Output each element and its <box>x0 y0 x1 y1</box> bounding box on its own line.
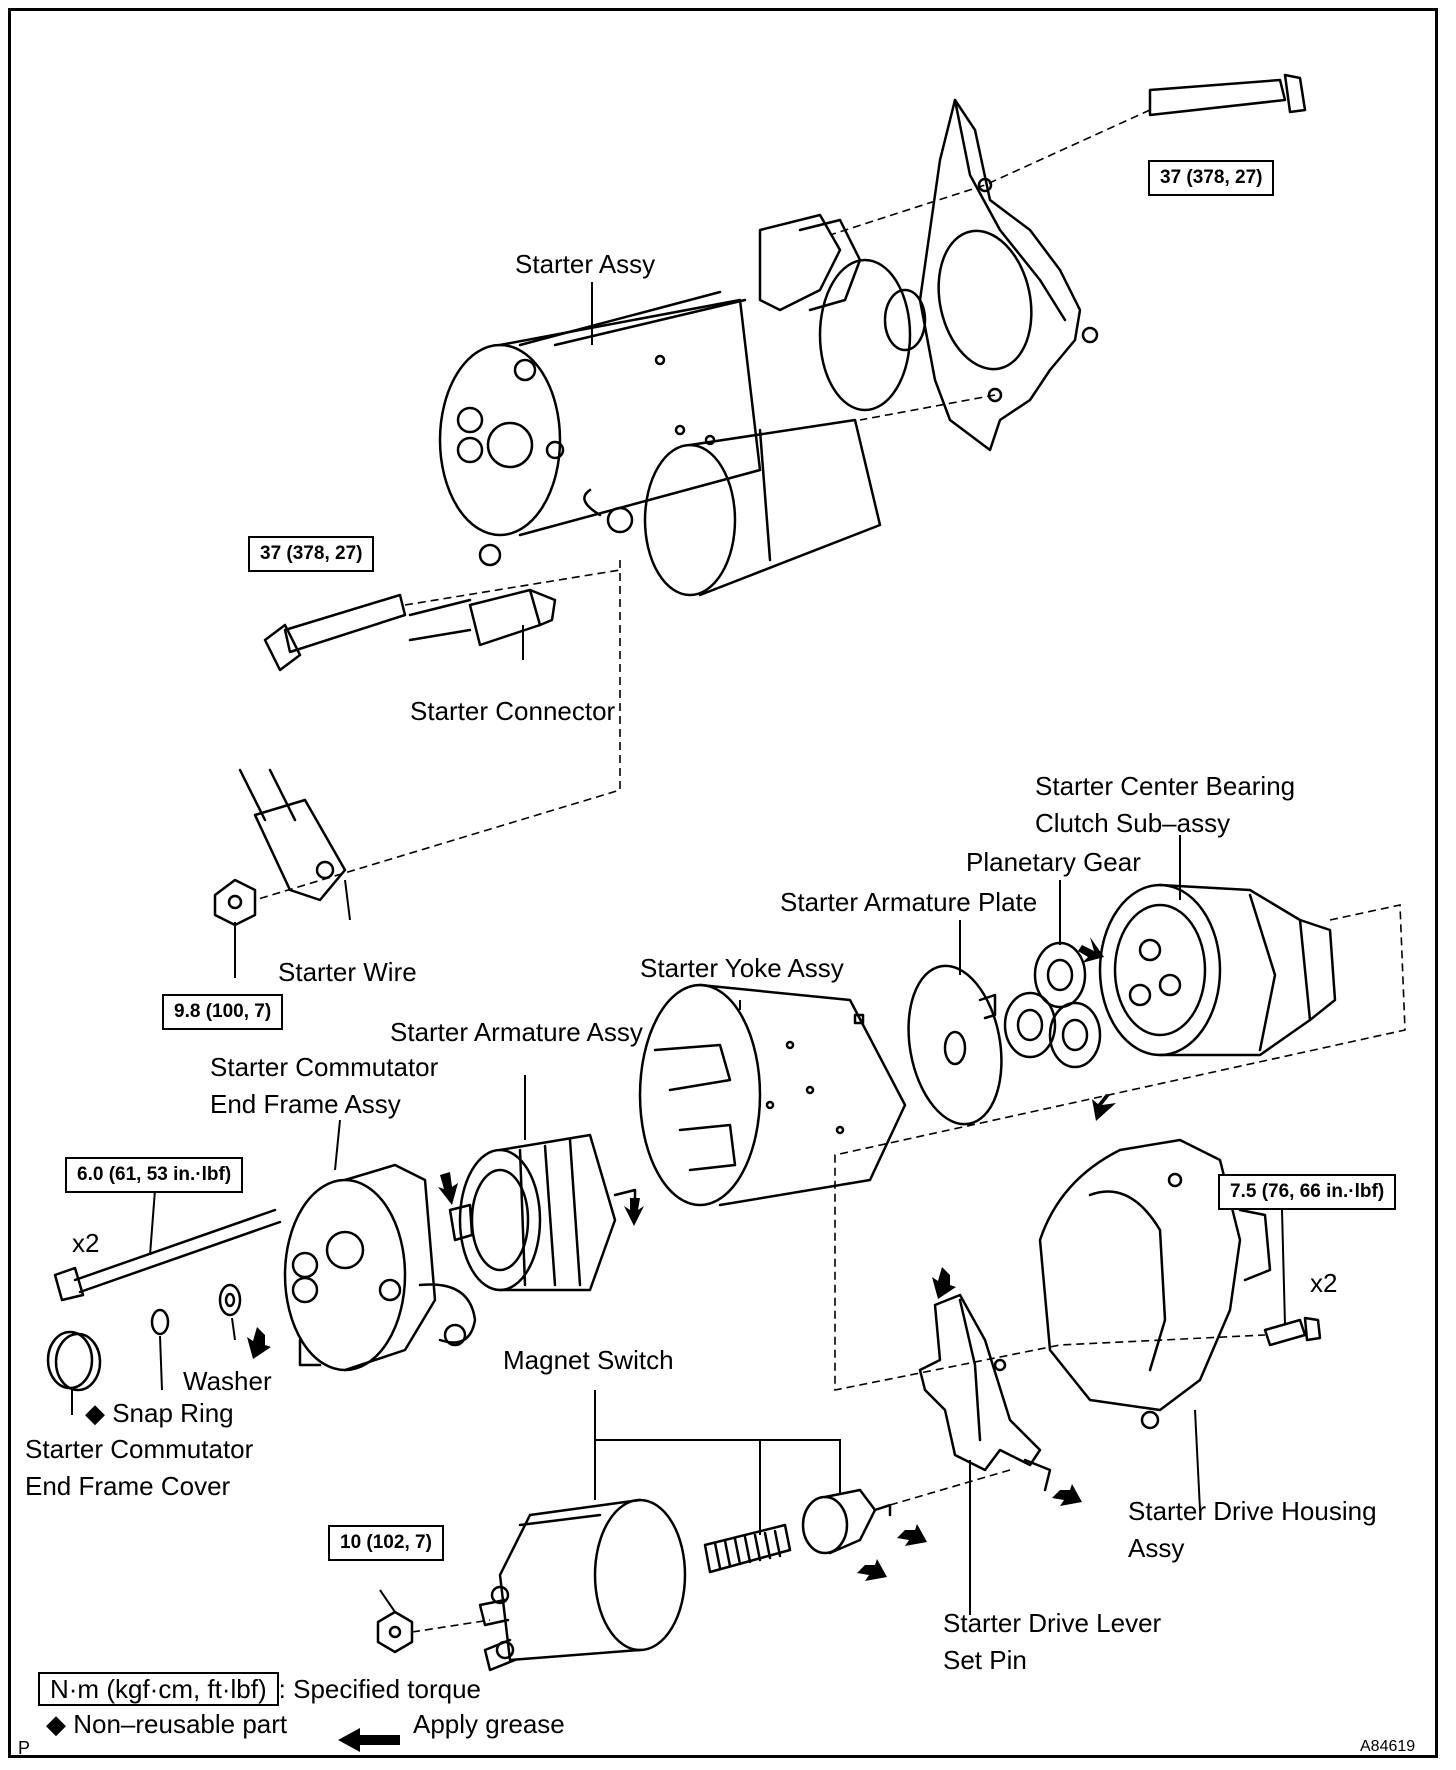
torque-switch-nut: 10 (102, 7) <box>328 1525 444 1561</box>
plunger-drawing <box>801 1488 892 1555</box>
label-end-frame-cover-1: Starter Commutator <box>25 1434 254 1464</box>
grease-arrows <box>247 937 1116 1752</box>
starter-assy-drawing <box>438 213 927 597</box>
figure-id: A84619 <box>1360 1738 1416 1755</box>
label-center-bearing-1: Starter Center Bearing <box>1035 771 1296 801</box>
switch-nut <box>376 1610 414 1654</box>
starter-wire-drawing <box>238 768 347 902</box>
grease-arrow-icon <box>624 1198 644 1226</box>
top-mount-bolt <box>1148 73 1307 117</box>
qty-through-bolt: x2 <box>72 1228 100 1258</box>
qty-housing-bolt: x2 <box>1310 1268 1338 1298</box>
legend-unit-desc: : Specified torque <box>278 1674 482 1704</box>
legend-torque: N·m (kgf·cm, ft·lbf): Specified torque <box>38 1672 481 1706</box>
legend-grease: Apply grease <box>413 1709 565 1739</box>
legend-nonreusable: ◆ Non–reusable part <box>46 1709 288 1739</box>
label-drive-housing-1: Starter Drive Housing <box>1128 1496 1377 1526</box>
label-magnet-switch: Magnet Switch <box>503 1345 674 1375</box>
grease-arrow-icon <box>247 1327 271 1359</box>
torque-housing-bolt: 7.5 (76, 66 in.·lbf) <box>1218 1174 1397 1210</box>
torque-lower-bolt: 37 (378, 27) <box>248 536 375 572</box>
washer-drawing <box>218 1283 242 1317</box>
grease-arrow-icon <box>1052 1484 1082 1506</box>
lower-mount-bolt <box>263 593 407 672</box>
armature-assy-drawing <box>448 1133 637 1292</box>
label-starter-wire: Starter Wire <box>278 957 417 987</box>
label-starter-connector: Starter Connector <box>410 696 616 726</box>
armature-plate-drawing <box>907 964 1003 1126</box>
through-bolt <box>53 1208 282 1302</box>
grease-arrow-icon <box>932 1267 956 1299</box>
grease-arrow-icon <box>1078 937 1104 963</box>
label-drive-lever-2: Set Pin <box>943 1645 1027 1675</box>
commutator-end-frame-drawing <box>283 1163 477 1372</box>
grease-arrow-icon <box>1092 1094 1116 1121</box>
starter-connector-drawing <box>408 588 557 647</box>
engine-mount-plate <box>918 98 1099 452</box>
label-drive-housing-2: Assy <box>1128 1533 1185 1563</box>
grease-arrow-icon <box>857 1559 887 1581</box>
center-bearing-clutch-drawing <box>1098 883 1337 1057</box>
label-commutator-end-frame-2: End Frame Assy <box>210 1089 401 1119</box>
label-drive-lever-1: Starter Drive Lever <box>943 1608 1162 1638</box>
grease-arrow-icon <box>897 1524 927 1546</box>
diagram-frame <box>8 8 1438 1758</box>
legend-unit-box: N·m (kgf·cm, ft·lbf) <box>38 1672 279 1706</box>
grease-arrow-icon <box>438 1172 458 1205</box>
snap-ring-drawing <box>150 1308 170 1336</box>
torque-wire-nut: 9.8 (100, 7) <box>162 994 284 1030</box>
housing-bolt <box>1263 1316 1322 1347</box>
label-starter-assy: Starter Assy <box>515 249 656 279</box>
label-armature-assy: Starter Armature Assy <box>390 1017 643 1047</box>
label-commutator-end-frame-1: Starter Commutator <box>210 1052 439 1082</box>
corner-mark-p: P <box>18 1738 31 1758</box>
end-frame-cover-drawing <box>46 1330 102 1392</box>
drive-housing-drawing <box>1038 1138 1272 1430</box>
torque-top-bolt: 37 (378, 27) <box>1148 160 1275 196</box>
grease-arrow-icon <box>338 1728 400 1752</box>
label-washer: Washer <box>183 1366 272 1396</box>
label-center-bearing-2: Clutch Sub–assy <box>1035 808 1231 838</box>
torque-through-bolt: 6.0 (61, 53 in.·lbf) <box>65 1157 244 1193</box>
wire-nut <box>213 878 257 927</box>
drive-lever-drawing <box>918 1293 1052 1492</box>
spring-drawing <box>703 1523 792 1574</box>
label-armature-plate: Starter Armature Plate <box>780 887 1038 917</box>
label-snap-ring: ◆ Snap Ring <box>85 1398 234 1428</box>
magnet-switch-drawing <box>478 1498 687 1672</box>
label-planetary-gear: Planetary Gear <box>966 847 1141 877</box>
label-end-frame-cover-2: End Frame Cover <box>25 1471 231 1501</box>
label-yoke-assy: Starter Yoke Assy <box>640 953 844 983</box>
yoke-assy-drawing <box>638 983 907 1207</box>
